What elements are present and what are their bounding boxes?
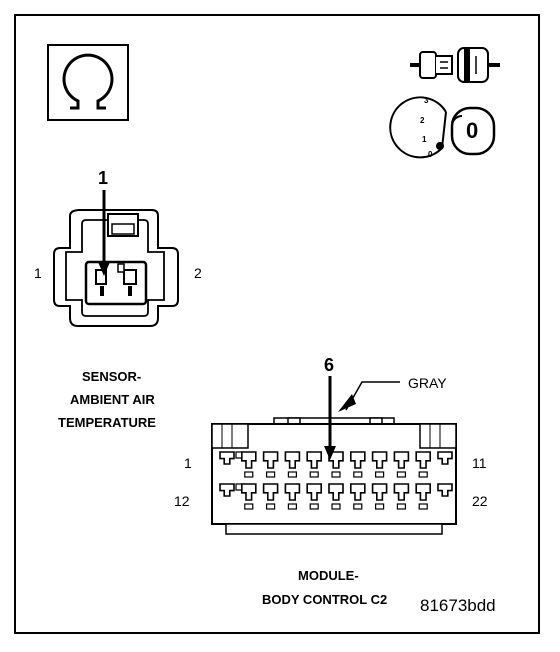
module-name-line-1: MODULE- bbox=[298, 568, 359, 583]
module-cavity bbox=[371, 483, 388, 501]
sensor-pin-callout: 1 bbox=[98, 168, 109, 188]
module-pin-leader bbox=[324, 376, 336, 460]
module-row2-right-label: 22 bbox=[472, 493, 488, 509]
sensor-name-line-2: AMBIENT AIR bbox=[70, 392, 155, 407]
figure-id: 81673bdd bbox=[420, 596, 496, 615]
module-cavity bbox=[350, 483, 366, 501]
ignition-switch-icon bbox=[389, 96, 496, 159]
sensor-pin-leader bbox=[98, 190, 110, 276]
module-cavity bbox=[262, 451, 279, 469]
module-cavity bbox=[371, 451, 388, 469]
sensor-name-line-1: SENSOR- bbox=[82, 369, 142, 384]
module-cavity bbox=[284, 451, 301, 469]
module-color-label: GRAY bbox=[408, 375, 447, 391]
module-cavity-latch bbox=[287, 503, 297, 510]
module-cavity bbox=[393, 483, 410, 501]
module-cavity bbox=[415, 483, 431, 501]
module-cavity-latch bbox=[287, 471, 297, 478]
module-cavity-grid bbox=[219, 451, 453, 510]
sensor-pin-2-label: 2 bbox=[194, 265, 202, 281]
module-cavity-latch bbox=[309, 503, 319, 510]
switch-position-0: 0 bbox=[428, 150, 433, 159]
module-cavity bbox=[350, 451, 366, 469]
module-cavity-latch bbox=[244, 503, 254, 510]
sensor-pin-1-label: 1 bbox=[34, 265, 42, 281]
module-pin-callout: 6 bbox=[324, 355, 335, 375]
module-cavity-latch bbox=[244, 471, 254, 478]
module-cavity-latch bbox=[418, 503, 428, 510]
module-row2-left-label: 12 bbox=[174, 493, 190, 509]
module-cavity bbox=[219, 483, 235, 497]
module-cavity-latch bbox=[375, 503, 385, 510]
ohm-symbol: Ω bbox=[64, 42, 65, 43]
switch-position-3: 3 bbox=[424, 96, 429, 105]
module-cavity bbox=[393, 451, 410, 469]
diagram-frame bbox=[14, 14, 540, 634]
module-cavity-latch bbox=[396, 471, 406, 478]
module-cavity bbox=[284, 483, 301, 501]
disconnected-connector-icon bbox=[410, 47, 500, 83]
module-cavity bbox=[328, 451, 344, 469]
module-name-line-2: BODY CONTROL C2 bbox=[262, 592, 388, 607]
sensor-name-line-3: TEMPERATURE bbox=[58, 415, 156, 430]
module-cavity bbox=[437, 451, 453, 465]
module-cavity bbox=[241, 451, 257, 469]
module-cavity bbox=[262, 483, 279, 501]
module-cavity-latch bbox=[266, 503, 276, 510]
sensor-connector-outline bbox=[53, 209, 179, 327]
module-row1-left-label: 1 bbox=[184, 455, 192, 471]
module-row1-right-label: 11 bbox=[472, 455, 487, 471]
module-cavity bbox=[241, 483, 257, 501]
module-cavity bbox=[328, 483, 344, 501]
module-cavity bbox=[437, 483, 453, 497]
module-connector-outline bbox=[211, 417, 457, 535]
module-cavity-latch bbox=[418, 471, 428, 478]
switch-position-1: 1 bbox=[422, 135, 427, 144]
module-cavity bbox=[306, 483, 322, 501]
gray-latch-leader bbox=[338, 381, 400, 412]
switch-knob-label: 0 bbox=[466, 118, 479, 143]
module-cavity-latch bbox=[375, 471, 385, 478]
module-cavity-latch bbox=[331, 471, 341, 478]
ohmmeter-icon bbox=[47, 44, 129, 121]
module-cavity bbox=[306, 451, 322, 469]
module-cavity-latch bbox=[396, 503, 406, 510]
switch-position-2: 2 bbox=[420, 116, 425, 125]
module-cavity-latch bbox=[353, 471, 363, 478]
module-cavity bbox=[219, 451, 235, 465]
module-cavity-latch bbox=[266, 471, 276, 478]
module-cavity bbox=[415, 451, 431, 469]
module-cavity-latch bbox=[331, 503, 341, 510]
module-cavity-latch bbox=[309, 471, 319, 478]
module-cavity-latch bbox=[353, 503, 363, 510]
